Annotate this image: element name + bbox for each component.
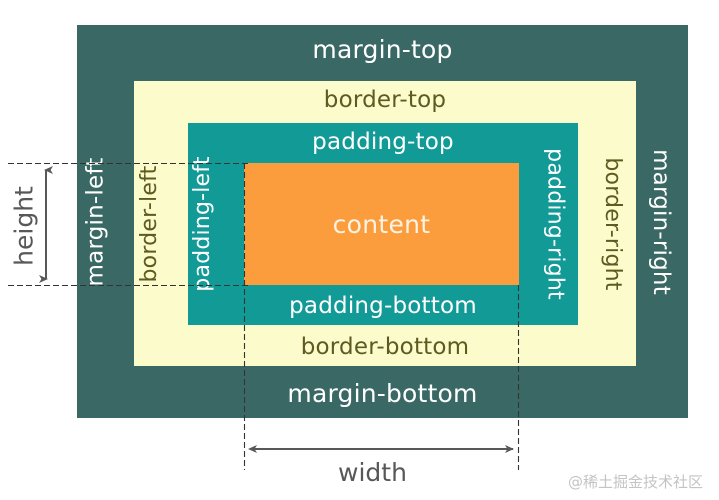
padding-bottom-label: padding-bottom [289, 293, 477, 319]
content-label: content [332, 209, 431, 239]
width-dimension-label: width [338, 458, 407, 487]
border-right-label: border-right [599, 156, 625, 291]
height-dimension-label: height [9, 186, 39, 266]
margin-left-label: margin-left [82, 157, 109, 286]
padding-left-label: padding-left [190, 156, 216, 292]
margin-top-label: margin-top [312, 35, 453, 64]
padding-right-label: padding-right [542, 148, 568, 300]
padding-top-label: padding-top [312, 129, 454, 155]
margin-bottom-label: margin-bottom [287, 379, 478, 408]
watermark: @稀土掘金技术社区 [567, 473, 703, 491]
content-box: content [244, 163, 519, 285]
border-left-label: border-left [137, 165, 162, 282]
border-bottom-label: border-bottom [300, 334, 470, 360]
margin-right-label: margin-right [648, 148, 675, 295]
border-top-label: border-top [323, 87, 447, 113]
